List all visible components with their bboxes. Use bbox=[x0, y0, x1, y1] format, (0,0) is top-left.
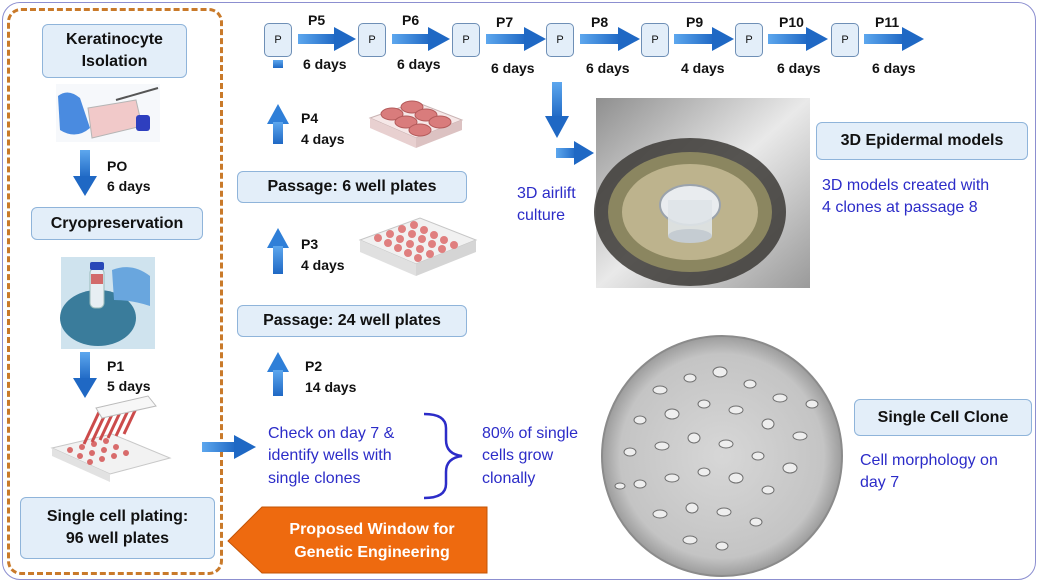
arrow-p4 bbox=[267, 104, 289, 144]
step-days: 6 days bbox=[872, 60, 916, 76]
p2-label: P2 bbox=[305, 358, 323, 374]
p4-label: P4 bbox=[301, 110, 319, 126]
p3-label: P3 bbox=[301, 236, 319, 252]
p0-label: PO bbox=[107, 158, 128, 174]
plating-line1: Single cell plating: bbox=[46, 508, 189, 526]
models-title: 3D Epidermal models bbox=[840, 132, 1004, 150]
arrow-p3 bbox=[267, 228, 289, 274]
callout-shape bbox=[227, 506, 488, 574]
top-arrows bbox=[298, 27, 924, 51]
models-title-box: 3D Epidermal models bbox=[816, 122, 1028, 160]
p4-days: 4 days bbox=[301, 131, 345, 147]
step-days: 6 days bbox=[397, 56, 441, 72]
step-label: P8 bbox=[591, 14, 609, 30]
isolation-label: Keratinocyte Isolation bbox=[66, 31, 163, 70]
arrow-p1 bbox=[73, 352, 97, 398]
step-label: P10 bbox=[779, 14, 804, 30]
arrow-to-check bbox=[202, 435, 256, 459]
clone-description: Cell morphology on day 7 bbox=[860, 452, 998, 492]
curly-brace bbox=[423, 412, 463, 500]
six-well-plate-illustration bbox=[368, 100, 464, 148]
models-description: 3D models created with 4 clones at passa… bbox=[822, 177, 990, 217]
passage6-label: Passage: 6 well plates bbox=[267, 178, 437, 196]
p1-label: P1 bbox=[107, 358, 125, 374]
pipette-plate-illustration bbox=[50, 395, 172, 482]
passage-box: P bbox=[452, 23, 480, 57]
p3-days: 4 days bbox=[301, 257, 345, 273]
dashed-region bbox=[7, 8, 223, 575]
step-days: 6 days bbox=[777, 60, 821, 76]
passage-box: P bbox=[546, 23, 574, 57]
isolation-box: Keratinocyte Isolation bbox=[42, 24, 187, 78]
passage6-box: Passage: 6 well plates bbox=[237, 171, 467, 203]
cryovial-illustration bbox=[60, 257, 155, 349]
passage-box: P bbox=[358, 23, 386, 57]
passage24-box: Passage: 24 well plates bbox=[237, 305, 467, 337]
clone-title: Single Cell Clone bbox=[877, 408, 1009, 426]
step-days: 6 days bbox=[303, 56, 347, 72]
step-label: P5 bbox=[308, 12, 326, 28]
epidermal-model-photo bbox=[594, 98, 810, 288]
flask-illustration bbox=[56, 84, 160, 142]
passage24-label: Passage: 24 well plates bbox=[263, 312, 441, 330]
airlift-text: 3D airlift culture bbox=[517, 185, 576, 225]
callout-line1: Proposed Window for bbox=[289, 521, 455, 538]
p1-days: 5 days bbox=[107, 378, 151, 394]
twentyfour-well-plate-illustration bbox=[358, 217, 478, 276]
arrow-p0 bbox=[73, 150, 97, 196]
passage-box: P bbox=[735, 23, 763, 57]
step-label: P6 bbox=[402, 12, 420, 28]
cryo-label: Cryopreservation bbox=[50, 214, 184, 232]
step-days: 6 days bbox=[491, 60, 535, 76]
passage-box: P bbox=[264, 23, 292, 57]
passage-box: P bbox=[831, 23, 859, 57]
cryo-box: Cryopreservation bbox=[31, 207, 203, 240]
arrow-p2 bbox=[267, 352, 289, 396]
step-label: P7 bbox=[496, 14, 514, 30]
step-days: 6 days bbox=[586, 60, 630, 76]
step-label: P9 bbox=[686, 14, 704, 30]
arrow-to-airlift bbox=[545, 82, 594, 165]
clone-title-box: Single Cell Clone bbox=[854, 399, 1032, 436]
callout-line2: Genetic Engineering bbox=[294, 544, 450, 562]
clonal-growth-text: 80% of single cells grow clonally bbox=[482, 425, 579, 487]
callout-text: Proposed Window for Genetic Engineering bbox=[262, 518, 482, 564]
check-text: Check on day 7 & identify wells with sin… bbox=[268, 425, 395, 487]
plating-line2: 96 well plates bbox=[65, 530, 170, 547]
passage-box: P bbox=[641, 23, 669, 57]
step-label: P11 bbox=[875, 14, 900, 30]
plating-box: Single cell plating: 96 well plates bbox=[20, 497, 215, 559]
p2-days: 14 days bbox=[305, 379, 357, 395]
p0-days: 6 days bbox=[107, 178, 151, 194]
step-days: 4 days bbox=[681, 60, 725, 76]
cell-clone-micrograph bbox=[601, 335, 843, 577]
arrow-p-up bbox=[273, 60, 283, 68]
